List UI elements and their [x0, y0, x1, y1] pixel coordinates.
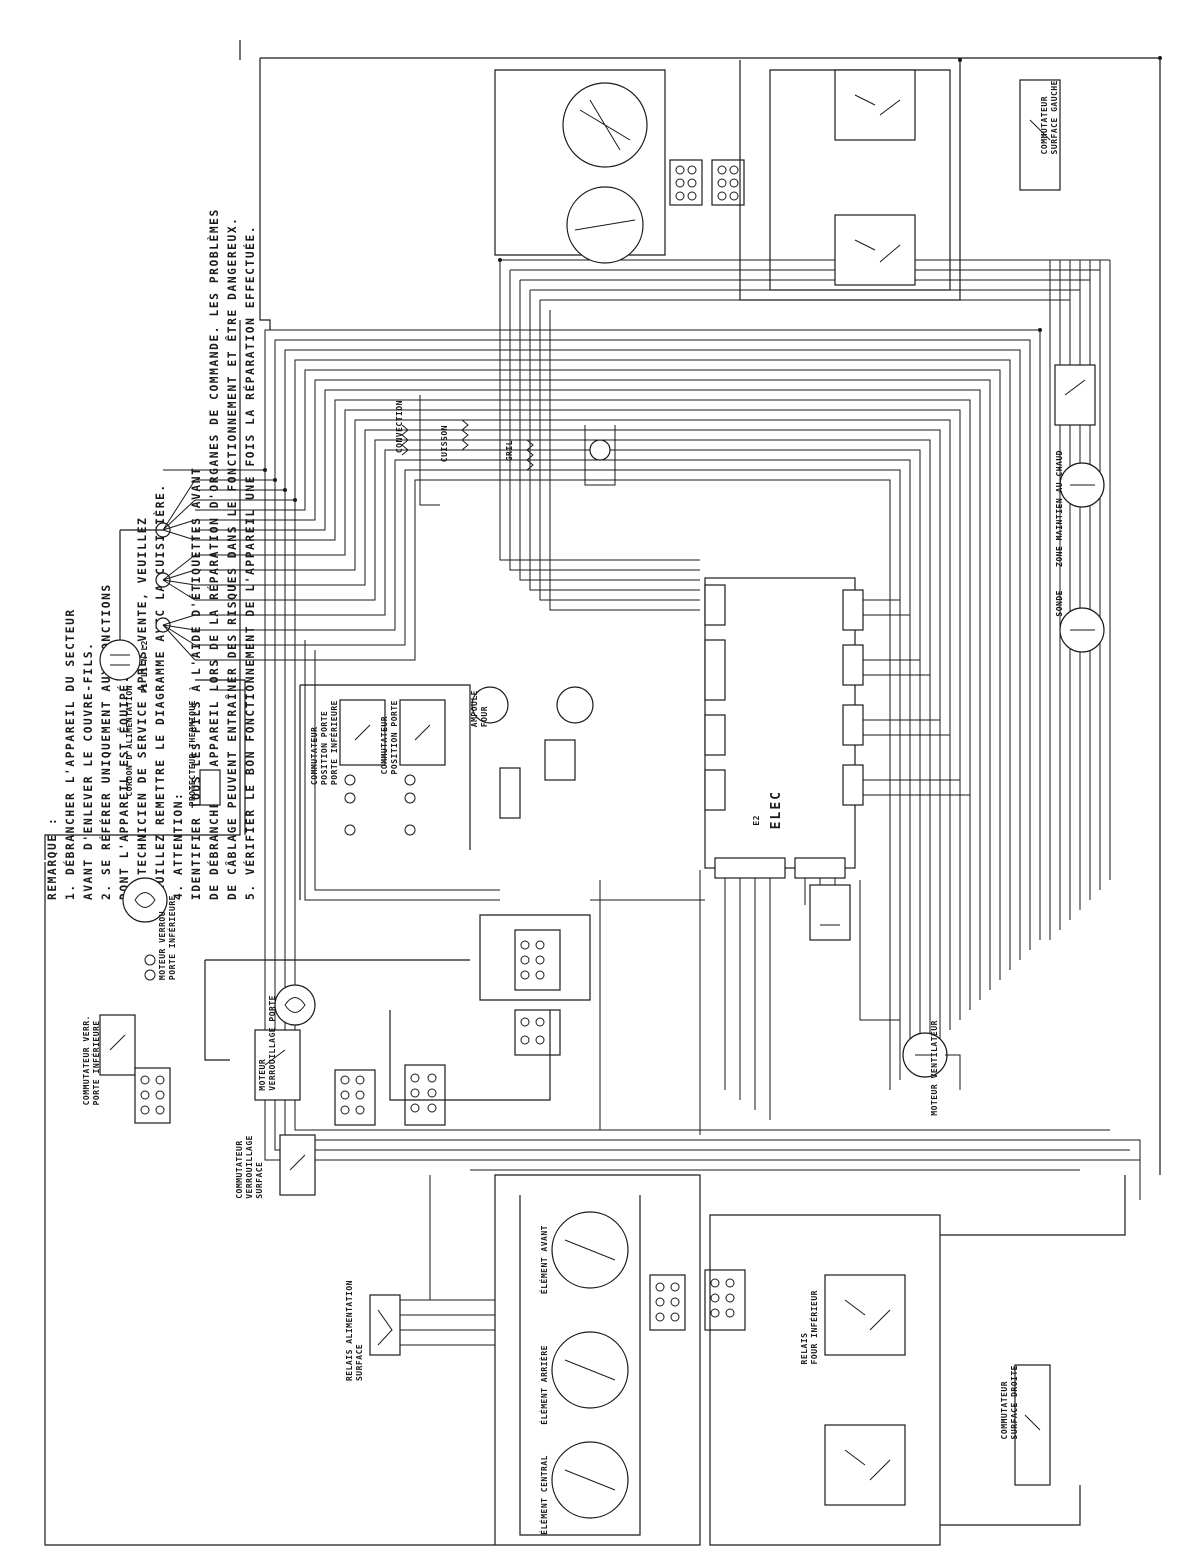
door-lock-switch	[279, 1134, 316, 1196]
cord-plug	[99, 639, 141, 681]
probe-connector	[809, 884, 851, 941]
oven-lamp-2	[556, 686, 594, 724]
fan-switch	[99, 1014, 136, 1076]
fan-motor-label: MOTEUR VENTILATEUR	[930, 1020, 939, 1116]
frame-wires	[44, 40, 1161, 1546]
lower-lock-switch-label: COMMUTATEUR VERR.PORTE INFÉRIEURE	[82, 1015, 101, 1106]
thermal-cutoff-label: PROTECTEUR THERMIQUE	[188, 700, 197, 807]
power-block	[99, 469, 246, 835]
lower-left-components	[99, 877, 591, 1196]
top-surface-group	[494, 60, 1061, 301]
connector-c	[134, 1067, 171, 1124]
right-middle	[809, 364, 1105, 1090]
middle-components	[299, 395, 616, 900]
connector-block-b	[711, 159, 745, 206]
elec-label: ELEC	[769, 790, 784, 830]
elec-id-label: E2	[752, 815, 761, 826]
surface-element-center-label: ÉLÉMENT CENTRAL	[540, 1455, 549, 1535]
lock-switch	[254, 1029, 301, 1101]
indicator-lamp	[589, 439, 611, 461]
convection-label: CONVECTION	[395, 400, 404, 454]
surface-element-rear-label: ÉLÉMENT ARRIÈRE	[540, 1345, 549, 1425]
right-switch	[1054, 364, 1096, 426]
bottom-surface-group	[369, 1174, 1126, 1546]
connector-g	[514, 1009, 561, 1056]
connector-h	[649, 1274, 686, 1331]
ground-label: CORDON D'ALIMENTATION	[125, 685, 134, 797]
resistor-3	[526, 439, 534, 471]
lower-harness	[440, 870, 1141, 1200]
control-board	[704, 560, 971, 970]
bake-label: CUISSON	[440, 425, 449, 463]
connector-block-a	[669, 159, 703, 206]
junctions	[263, 56, 1162, 502]
broil-label: GRIL	[505, 440, 514, 462]
fan-motor	[122, 877, 168, 923]
top-right-switch	[1019, 79, 1061, 191]
lock-motor	[274, 984, 316, 1026]
warm-zone-label: ZONE MAINTIEN AU CHAUD	[1055, 450, 1064, 567]
oven-lamp-1	[471, 686, 509, 724]
resistor-1	[401, 424, 409, 456]
resistor-2	[461, 419, 469, 451]
surface-relay	[369, 1294, 401, 1356]
power-cord-label: P1 L1 N L2	[140, 640, 149, 694]
top-switch-2	[834, 214, 916, 286]
sensor-label: SONDE	[1055, 590, 1064, 617]
bottom-right-switch	[1014, 1364, 1051, 1486]
surface-element-front-label: ÉLÉMENT AVANT	[540, 1225, 549, 1295]
thermal-cutoff	[199, 769, 221, 806]
